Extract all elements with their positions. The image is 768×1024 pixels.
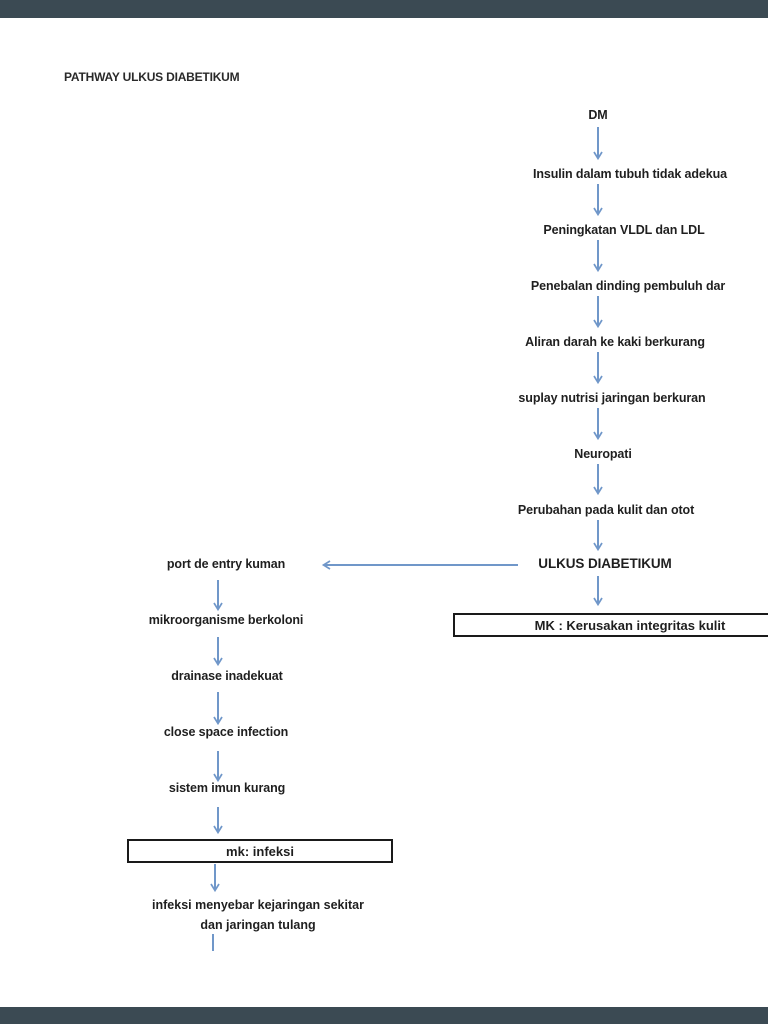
node-perubahan: Perubahan pada kulit dan otot bbox=[517, 503, 695, 517]
node-aliran: Aliran darah ke kaki berkurang bbox=[525, 335, 705, 349]
node-drainase: drainase inadekuat bbox=[171, 669, 283, 683]
page-title: PATHWAY ULKUS DIABETIKUM bbox=[64, 70, 240, 84]
node-dm: DM bbox=[588, 108, 608, 122]
viewer-background-top-bar bbox=[0, 0, 768, 18]
node-mikroorganisme: mikroorganisme berkoloni bbox=[148, 613, 304, 627]
node-port-de-entry: port de entry kuman bbox=[166, 557, 286, 571]
node-penebalan: Penebalan dinding pembuluh dar bbox=[530, 279, 726, 293]
node-suplay: suplay nutrisi jaringan berkuran bbox=[518, 391, 706, 405]
node-ulkus-diabetikum: ULKUS DIABETIKUM bbox=[538, 556, 672, 571]
viewer-background-bottom-bar bbox=[0, 1007, 768, 1024]
node-box-mk-kerusakan: MK : Kerusakan integritas kulit bbox=[453, 613, 768, 637]
node-infeksi-menyebar-line1: infeksi menyebar kejaringan sekitar bbox=[152, 898, 364, 912]
node-mk-kerusakan-label: MK : Kerusakan integritas kulit bbox=[534, 617, 726, 633]
node-infeksi-menyebar: infeksi menyebar kejaringan sekitar dan … bbox=[152, 895, 364, 935]
node-mk-infeksi-label: mk: infeksi bbox=[226, 843, 294, 859]
node-box-mk-infeksi: mk: infeksi bbox=[127, 839, 393, 863]
node-neuropati: Neuropati bbox=[574, 447, 632, 461]
node-infeksi-menyebar-line2: dan jaringan tulang bbox=[200, 918, 316, 932]
node-vldl: Peningkatan VLDL dan LDL bbox=[543, 223, 705, 237]
node-sistem-imun: sistem imun kurang bbox=[168, 781, 286, 795]
node-insulin: Insulin dalam tubuh tidak adekua bbox=[532, 167, 728, 181]
node-close-space: close space infection bbox=[163, 725, 289, 739]
